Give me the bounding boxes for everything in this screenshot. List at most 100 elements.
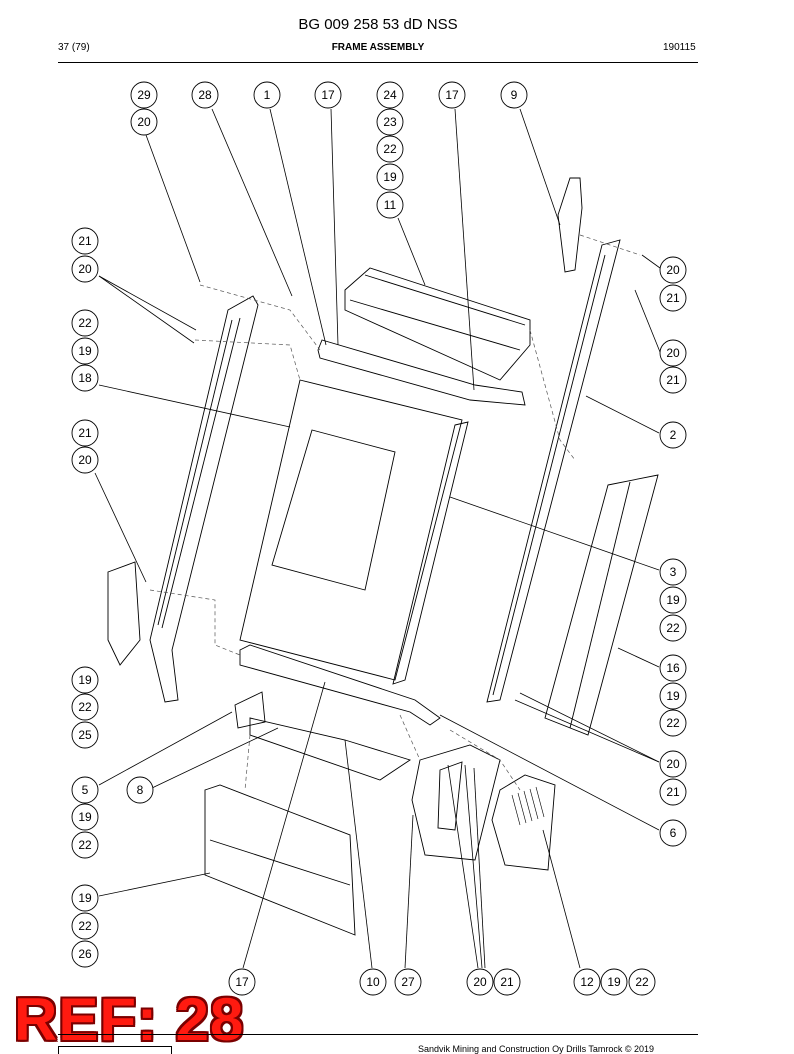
bottom-cover xyxy=(204,784,356,936)
callout-19: 19 xyxy=(71,337,99,365)
callout-balloon xyxy=(314,81,342,109)
callout-3: 3 xyxy=(659,558,687,586)
callout-balloon xyxy=(130,108,158,136)
callout-number: 16 xyxy=(666,661,680,675)
callout-number: 17 xyxy=(445,88,459,102)
callout-10: 10 xyxy=(359,968,387,996)
callout-19: 19 xyxy=(659,586,687,614)
callout-balloon xyxy=(376,191,404,219)
callout-number: 20 xyxy=(473,975,487,989)
callout-balloon xyxy=(659,750,687,778)
callout-19: 19 xyxy=(71,884,99,912)
callout-balloon xyxy=(71,227,99,255)
callout-21: 21 xyxy=(659,284,687,312)
callout-number: 20 xyxy=(666,346,680,360)
left-side-beam xyxy=(149,295,259,703)
callout-17: 17 xyxy=(438,81,466,109)
callout-number: 20 xyxy=(666,263,680,277)
callout-24: 24 xyxy=(376,81,404,109)
callout-19: 19 xyxy=(71,666,99,694)
page-number: 37 (79) xyxy=(58,42,90,53)
callout-balloon xyxy=(493,968,521,996)
diagonal-strut xyxy=(392,421,469,685)
callout-balloon xyxy=(659,421,687,449)
callout-5: 5 xyxy=(71,776,99,804)
callout-number: 22 xyxy=(78,838,92,852)
callout-balloon xyxy=(376,163,404,191)
callout-number: 28 xyxy=(198,88,212,102)
callout-balloon xyxy=(71,255,99,283)
callout-balloon xyxy=(376,108,404,136)
callout-balloon xyxy=(659,709,687,737)
company-logo xyxy=(58,1046,172,1054)
callout-balloon xyxy=(659,654,687,682)
callout-8: 8 xyxy=(126,776,154,804)
callout-number: 22 xyxy=(635,975,649,989)
callout-balloon xyxy=(71,884,99,912)
callout-2: 2 xyxy=(659,421,687,449)
callout-17: 17 xyxy=(314,81,342,109)
callout-27: 27 xyxy=(394,968,422,996)
callout-19: 19 xyxy=(376,163,404,191)
callout-balloon xyxy=(438,81,466,109)
skid-plate xyxy=(249,717,412,781)
top-cover-plate xyxy=(344,267,531,381)
callout-balloon xyxy=(71,912,99,940)
callout-17: 17 xyxy=(228,968,256,996)
left-hinge-bracket xyxy=(107,561,141,666)
callout-number: 29 xyxy=(137,88,151,102)
callout-number: 2 xyxy=(670,428,677,442)
copyright-notice: Sandvik Mining and Construction Oy Drill… xyxy=(418,1044,655,1054)
callout-22: 22 xyxy=(659,709,687,737)
callout-20: 20 xyxy=(71,255,99,283)
center-housing xyxy=(411,744,501,861)
callout-23: 23 xyxy=(376,108,404,136)
callout-19: 19 xyxy=(600,968,628,996)
callout-number: 20 xyxy=(137,115,151,129)
callout-number: 20 xyxy=(78,453,92,467)
callout-number: 19 xyxy=(666,593,680,607)
callout-number: 22 xyxy=(666,621,680,635)
callout-number: 20 xyxy=(666,757,680,771)
callout-number: 22 xyxy=(666,716,680,730)
callout-29: 29 xyxy=(130,81,158,109)
callout-balloon xyxy=(659,284,687,312)
document-title: BG 009 258 53 dD NSS xyxy=(298,16,458,33)
callout-number: 21 xyxy=(666,785,680,799)
callout-number: 19 xyxy=(607,975,621,989)
callout-balloon xyxy=(71,446,99,474)
callout-number: 19 xyxy=(383,170,397,184)
callout-22: 22 xyxy=(71,693,99,721)
callout-balloon xyxy=(659,339,687,367)
callout-1: 1 xyxy=(253,81,281,109)
callout-balloon xyxy=(659,366,687,394)
callout-balloon xyxy=(659,558,687,586)
callout-balloon xyxy=(359,968,387,996)
callout-number: 19 xyxy=(78,891,92,905)
callout-6: 6 xyxy=(659,819,687,847)
callout-22: 22 xyxy=(71,912,99,940)
callout-balloon xyxy=(71,721,99,749)
callout-balloon xyxy=(466,968,494,996)
callout-21: 21 xyxy=(71,227,99,255)
callout-balloon xyxy=(394,968,422,996)
callout-number: 17 xyxy=(235,975,249,989)
callout-number: 21 xyxy=(666,291,680,305)
top-right-bracket xyxy=(557,177,583,273)
callout-20: 20 xyxy=(130,108,158,136)
callout-16: 16 xyxy=(659,654,687,682)
callout-number: 21 xyxy=(500,975,514,989)
callout-number: 19 xyxy=(78,344,92,358)
callout-number: 1 xyxy=(264,88,271,102)
callout-balloon xyxy=(71,309,99,337)
callout-9: 9 xyxy=(500,81,528,109)
callout-number: 21 xyxy=(78,426,92,440)
grille-box xyxy=(491,774,556,871)
callout-balloon xyxy=(659,614,687,642)
callout-balloon xyxy=(71,831,99,859)
callout-21: 21 xyxy=(659,778,687,806)
callout-20: 20 xyxy=(659,256,687,284)
callout-19: 19 xyxy=(71,803,99,831)
callout-balloon xyxy=(659,778,687,806)
